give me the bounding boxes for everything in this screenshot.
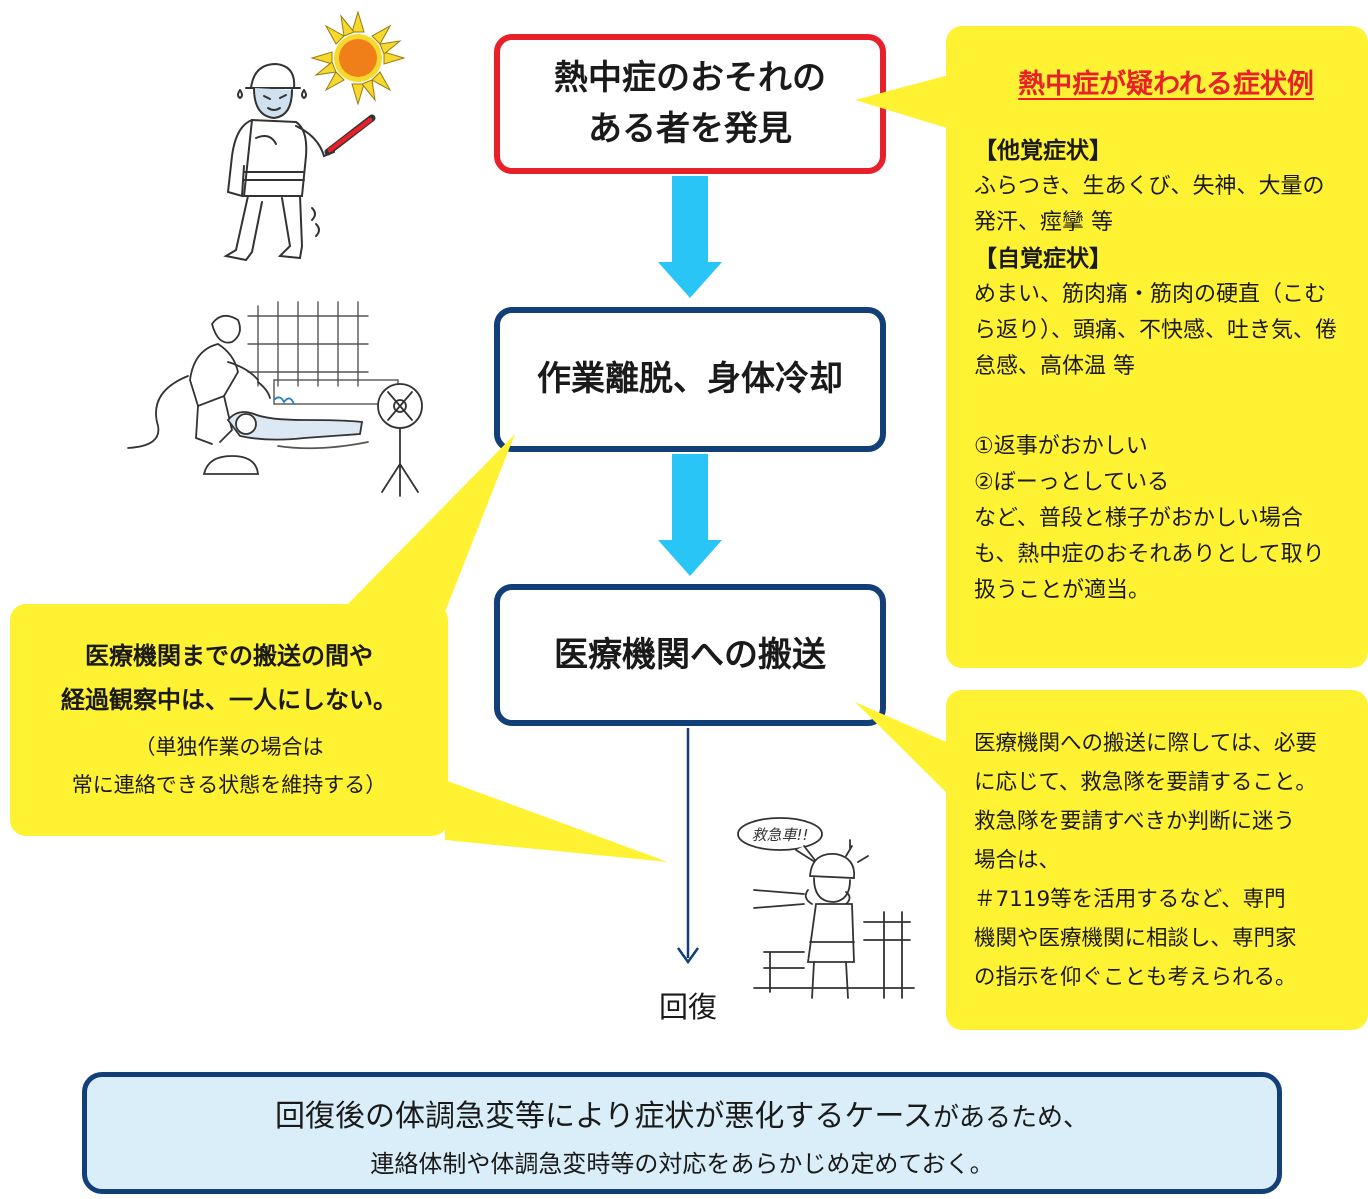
symptoms-callout-tail [855, 72, 960, 132]
subjective-line-2: ら返り）、頭痛、不快感、吐き気、倦 [974, 318, 1338, 343]
ambulance-line-7: の指示を仰ぐことも考えられる。 [974, 965, 1297, 990]
note-line-2: も、熱中症のおそれありとして取り [974, 542, 1325, 567]
objective-line-2: 発汗、痙攣 等 [974, 210, 1113, 235]
right-callout-tail [855, 702, 960, 806]
step-discover-line2: ある者を発見 [588, 109, 792, 149]
ambulance-line-4: 場合は、 [974, 848, 1061, 873]
left-callout-tail-2 [445, 780, 668, 862]
sun-icon [310, 10, 406, 106]
down-arrow-2-icon [658, 454, 722, 576]
down-arrow-1-icon [658, 176, 722, 298]
step-cooling-label: 作業離脱、身体冷却 [537, 359, 843, 399]
ambulance-line-1: 医療機関への搬送に際しては、必要 [974, 731, 1317, 756]
objective-line-1: ふらつき、生あくび、失神、大量の [974, 174, 1325, 199]
note-line-3: 扱うことが適当。 [974, 578, 1151, 603]
ambulance-line-2: に応じて、救急隊を要請すること。 [974, 770, 1317, 795]
left-callout-sub-2: 常に連絡できる状態を維持する） [71, 773, 387, 797]
subjective-heading: 【自覚症状】 [974, 246, 1112, 272]
step-discover-line1: 熱中症のおそれの [554, 58, 826, 98]
ambulance-callout: 医療機関への搬送に際しては、必要 に応じて、救急隊を要請すること。 救急隊を要請… [946, 690, 1368, 1030]
objective-heading: 【他覚症状】 [974, 138, 1112, 164]
ambulance-line-6: 機関や医療機関に相談し、専門家 [974, 926, 1297, 951]
left-callout: 医療機関までの搬送の間や 経過観察中は、一人にしない。 （単独作業の場合は 常に… [10, 604, 448, 836]
step-cooling-box: 作業離脱、身体冷却 [494, 307, 886, 452]
recovery-arrowhead-icon [676, 947, 700, 965]
bottom-note-line2: 連絡体制や体調急変時等の対応をあらかじめ定めておく。 [370, 1150, 994, 1178]
step-transport-label: 医療機関への搬送 [554, 634, 826, 675]
subjective-line-3: 怠感、高体温 等 [974, 354, 1135, 379]
symptoms-title: 熱中症が疑われる症状例 [1018, 69, 1314, 100]
recovery-label: 回復 [658, 990, 717, 1024]
bottom-note-rest: があるため、 [932, 1103, 1089, 1133]
step-discover-box: 熱中症のおそれの ある者を発見 [494, 34, 886, 174]
sign-2: ②ぼーっとしている [974, 470, 1170, 495]
bottom-note: 回復後の体調急変等により症状が悪化するケースがあるため、 連絡体制や体調急変時等… [82, 1072, 1282, 1194]
bottom-note-emphasis: 回復後の体調急変等により症状が悪化するケース [275, 1099, 933, 1134]
subjective-line-1: めまい、筋肉痛・筋肉の硬直（こむ [974, 282, 1327, 307]
step-transport-box: 医療機関への搬送 [494, 584, 886, 726]
calling-ambulance-illustration: 救急車!! [737, 817, 915, 999]
ambulance-speech: 救急車!! [751, 826, 808, 844]
ambulance-line-5: ＃7119等を活用するなど、専門 [974, 887, 1286, 912]
worker-dizzy-illustration [223, 62, 376, 262]
ambulance-line-3: 救急隊を要請すべきか判断に迷う [974, 809, 1295, 834]
left-callout-sub-1: （単独作業の場合は [134, 735, 324, 759]
symptoms-callout: 熱中症が疑われる症状例 【他覚症状】 ふらつき、生あくび、失神、大量の 発汗、痙… [946, 26, 1368, 668]
note-line-1: など、普段と様子がおかしい場合 [974, 506, 1303, 531]
sign-1: ①返事がおかしい [974, 434, 1148, 459]
left-callout-tail [340, 434, 515, 612]
cooling-scene-illustration [127, 301, 423, 497]
bottom-note-line1: 回復後の体調急変等により症状が悪化するケースがあるため、 [87, 1095, 1277, 1140]
left-callout-main-2: 経過観察中は、一人にしない。 [61, 686, 397, 714]
left-callout-main-1: 医療機関までの搬送の間や [85, 642, 373, 670]
